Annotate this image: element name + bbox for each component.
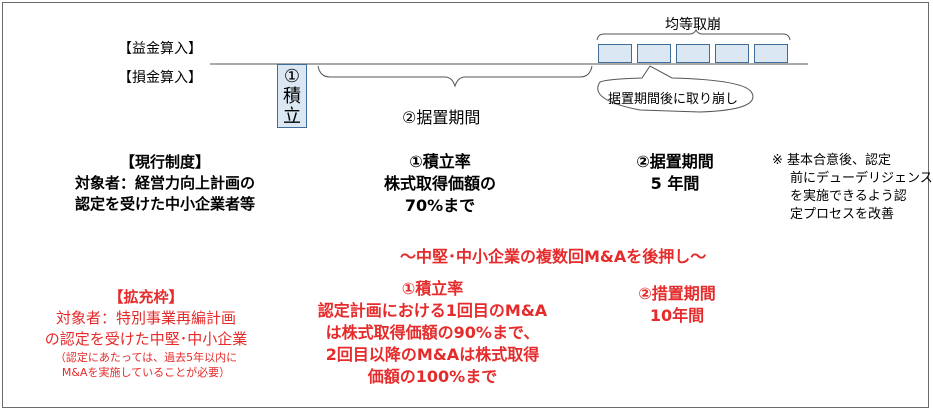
expanded-line1: 対象者：特別事業再編計画	[55, 309, 236, 327]
expanded-rate-block: ①積立率 認定計画における1回目のM&A は株式取得価額の90%まで、 2回目以…	[290, 278, 575, 388]
note-line2: 前にデューデリジェンス	[790, 171, 933, 186]
expanded-rate-line4: 価額の100%まで	[367, 367, 498, 386]
reversal-box-3	[676, 44, 710, 63]
gain-label: 【益金算入】	[118, 41, 202, 57]
reversal-box-5	[754, 44, 788, 63]
current-period-block: ②据置期間 5 年間	[610, 151, 740, 195]
expanded-rate-line2: は株式取得価額の90%まで、	[325, 323, 540, 342]
equal-reversal-label: 均等取崩	[665, 17, 721, 33]
current-title: 【現行制度】	[119, 153, 210, 171]
reserve-box-char1: 積	[283, 86, 301, 107]
current-rate-block: ①積立率 株式取得価額の 70%まで	[335, 151, 545, 217]
note-line4: 定プロセスを改善	[790, 207, 895, 222]
reversal-box-4	[715, 44, 749, 63]
callout-bubble	[597, 65, 754, 113]
expanded-block: 【拡充枠】 対象者：特別事業再編計画 の認定を受けた中堅･中小企業 （認定にあた…	[20, 287, 272, 380]
current-rate-line2: 70%まで	[404, 196, 476, 215]
expanded-rate-title: ①積立率	[401, 279, 464, 298]
reversal-box-1	[598, 44, 632, 63]
diagram-frame	[2, 2, 929, 408]
current-system-block: 【現行制度】 対象者：経営力向上計画の 認定を受けた中小企業者等	[40, 152, 290, 215]
reversal-box-2	[637, 44, 671, 63]
expanded-period-value: 10年間	[649, 306, 705, 325]
note-block: ※ 基本合意後、認定 前にデューデリジェンス を実施できるよう認 定プロセスを改…	[772, 152, 933, 224]
current-line1: 対象者：経営力向上計画の	[74, 174, 255, 192]
reserve-box-num: ①	[283, 66, 301, 87]
callout-text: 据置期間後に取り崩し	[607, 92, 738, 107]
expanded-rate-line1: 認定計画における1回目のM&A	[317, 301, 548, 320]
current-line2: 認定を受けた中小企業者等	[74, 195, 255, 213]
current-rate-line1: 株式取得価額の	[383, 174, 496, 193]
timeline-graphic	[210, 28, 808, 113]
expanded-small2: M&Aを実施していることが必要）	[61, 366, 231, 379]
expanded-period-block: ②措置期間 10年間	[612, 283, 742, 327]
slogan: ～中堅･中小企業の複数回M&Aを後押し～	[400, 247, 707, 266]
deferral-label: ②据置期間	[402, 108, 481, 127]
note-line3: を実施できるよう認	[790, 189, 907, 204]
expanded-rate-line3: 2回目以降のM&Aは株式取得	[325, 345, 540, 364]
expanded-period-title: ②措置期間	[638, 284, 716, 303]
loss-label: 【損金算入】	[118, 70, 202, 86]
reserve-box-char2: 立	[283, 106, 301, 127]
deferral-brace	[317, 65, 593, 88]
reversal-brace	[596, 28, 791, 41]
reserve-box: ① 積 立	[277, 64, 307, 128]
note-line1: ※ 基本合意後、認定	[772, 153, 892, 168]
expanded-small1: （認定にあたっては、過去5年以内に	[54, 351, 238, 364]
expanded-line2: の認定を受けた中堅･中小企業	[44, 330, 248, 348]
current-period-title: ②据置期間	[636, 152, 714, 171]
current-rate-title: ①積立率	[409, 152, 471, 171]
expanded-title: 【拡充枠】	[108, 288, 184, 306]
current-period-value: 5 年間	[650, 174, 700, 193]
